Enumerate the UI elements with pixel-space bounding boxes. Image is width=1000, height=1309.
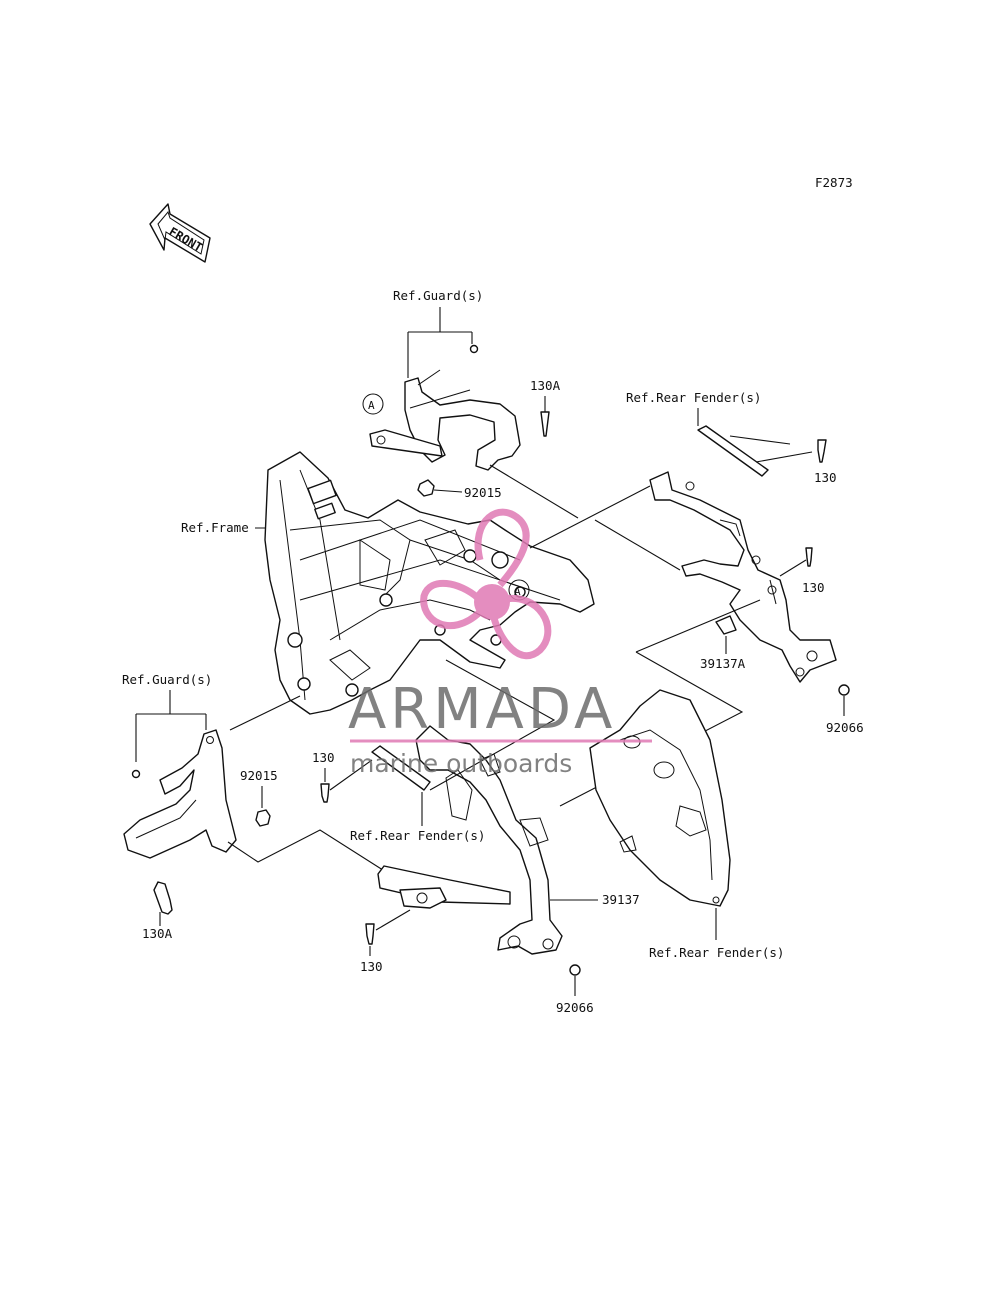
label-130-right-top: 130 [814,470,837,485]
label-ref-guard-left: Ref.Guard(s) [122,672,212,687]
nut-92015-top [417,479,435,497]
label-130a-left: 130A [142,926,173,941]
front-arrow-icon: FRONT [149,203,211,263]
bolt-130-mid-left [320,783,330,803]
label-39137: 39137 [602,892,640,907]
bolt-130-right-top [817,439,827,463]
bolt-left-guard [131,769,141,779]
cap-92066-bottom [569,964,581,976]
top-guard-part [369,369,521,471]
watermark-logo: ARMADA marine outboards [348,508,652,778]
bolt-top-guard [469,344,479,354]
callout-a-top-letter: A [368,399,375,412]
bolt-130a-left [153,881,173,915]
label-92066-right: 92066 [826,720,864,735]
watermark-hub-icon [474,584,510,620]
cap-92066-right [838,684,850,696]
rear-fender-part [589,689,731,907]
label-130-right-mid: 130 [802,580,825,595]
frame-part [264,451,595,715]
watermark-propeller-icon [420,508,552,660]
bracket-right-part [649,471,837,683]
label-39137a: 39137A [700,656,746,671]
bracket-bottom-part [377,725,563,955]
bolt-130a-top [540,411,550,437]
left-guard-part [123,729,237,859]
label-ref-frame: Ref.Frame [181,520,249,535]
label-92066-bottom: 92066 [556,1000,594,1015]
label-130-mid-left: 130 [312,750,335,765]
label-130-bottom: 130 [360,959,383,974]
callout-a-top: A [362,393,384,415]
callout-a-frame-letter: A [514,585,521,598]
bolt-130-bottom [365,923,375,945]
watermark-tagline: marine outboards [350,749,572,778]
watermark-brand: ARMADA [348,677,616,742]
label-92015-top: 92015 [464,485,502,500]
fender-strip-top [697,425,769,477]
fender-strip-mid [371,745,431,791]
label-ref-rear-fender-mid: Ref.Rear Fender(s) [350,828,485,843]
label-ref-rear-fender-bottom: Ref.Rear Fender(s) [649,945,784,960]
label-92015-left: 92015 [240,768,278,783]
clamp-39137a [715,615,737,635]
label-ref-rear-fender-top: Ref.Rear Fender(s) [626,390,761,405]
nut-92015-left [255,809,271,827]
bolt-130-right-mid [805,547,813,567]
figure-code: F2873 [815,175,853,190]
label-ref-guard-top: Ref.Guard(s) [393,288,483,303]
label-130a-top: 130A [530,378,561,393]
